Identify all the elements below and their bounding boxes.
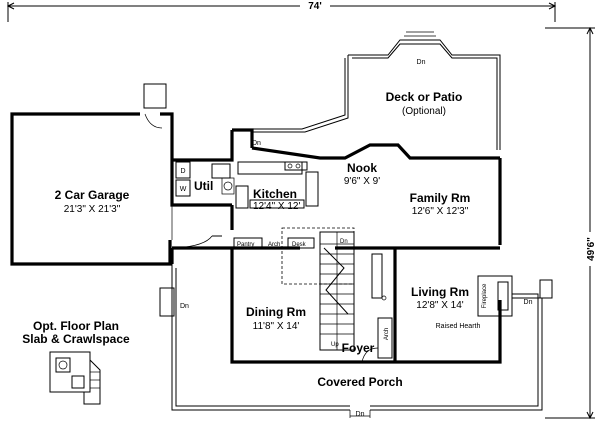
staircase [319, 231, 355, 351]
stair-overhead-dashed [281, 227, 355, 285]
nook-name: Nook [347, 161, 377, 175]
nook-dim: 9'6" X 9' [344, 176, 380, 187]
option-plan-title: Opt. Floor Plan [33, 319, 119, 333]
washer-dryer [175, 161, 191, 197]
fireplace-label: Fireplace [482, 283, 488, 308]
deck-stair [402, 31, 438, 41]
stair-up-label: Up [331, 342, 339, 348]
chimney [143, 83, 167, 109]
kitchen-door-label: Dn [252, 140, 261, 147]
living-built-ins [371, 253, 393, 359]
dining-dim: 11'8" X 14' [253, 321, 300, 332]
kitchen-dim: 12'4" X 12' [253, 201, 300, 212]
porch-name: Covered Porch [317, 375, 402, 389]
front-door-swing [361, 347, 379, 363]
desk-label: Desk [292, 242, 307, 248]
kitchen-fixtures [211, 161, 319, 209]
pantry-desk-strip [233, 237, 315, 249]
overall-width-label: 74' [308, 1, 322, 12]
dining-name: Dining Rm [246, 305, 306, 319]
porch-front-step-label: Dn [356, 411, 365, 418]
garage-dim: 21'3" X 21'3" [64, 204, 121, 215]
pantry-label: Pantry [237, 242, 254, 248]
family-dim: 12'6" X 12'3" [412, 206, 469, 217]
dryer-label: D [180, 168, 185, 175]
width-dimension [6, 2, 557, 22]
washer-label: W [180, 186, 187, 193]
garage-entry-door-swing [175, 235, 213, 249]
garage-name: 2 Car Garage [55, 188, 130, 202]
living-arch-label: Arch [384, 328, 390, 340]
utility-label: Util [194, 179, 213, 193]
porch-right-step-label: Dn [524, 299, 533, 306]
deck-stair-label: Dn [417, 59, 426, 66]
garage-walls [10, 83, 174, 266]
fireplace [477, 275, 513, 317]
overall-depth-label: 49'6" [586, 237, 597, 261]
kitchen-name: Kitchen [253, 187, 297, 201]
stair-down-label: Dn [340, 239, 348, 245]
deck-name: Deck or Patio [386, 90, 463, 104]
family-name: Family Rm [410, 191, 471, 205]
arch-label: Arch [268, 242, 280, 248]
option-plan-subtitle: Slab & Crawlspace [22, 332, 130, 346]
deck-note: (Optional) [402, 106, 446, 117]
raised-hearth-label: Raised Hearth [436, 323, 481, 330]
option-plan-sketch [49, 351, 101, 405]
living-dim: 12'8" X 14' [416, 300, 463, 311]
porch-railing [159, 264, 553, 418]
foyer-name: Foyer [342, 341, 375, 355]
depth-dimension [545, 26, 595, 420]
living-name: Living Rm [411, 285, 469, 299]
porch-side-step-label: Dn [180, 303, 189, 310]
